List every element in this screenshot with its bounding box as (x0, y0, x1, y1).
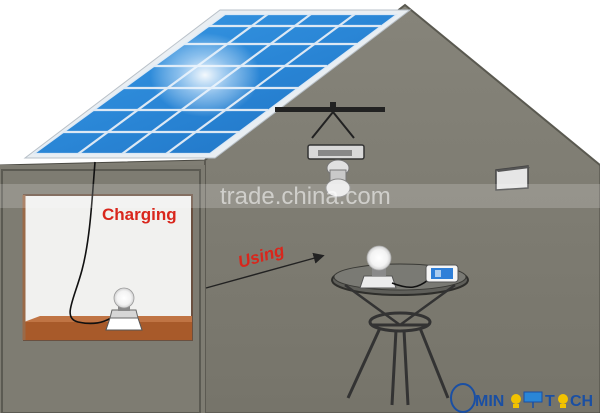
hanging-lamp (275, 102, 385, 198)
brand-logo: MIN T CH (450, 383, 593, 413)
mobile-phone (425, 264, 459, 283)
watermark: trade.china.com (0, 183, 600, 210)
logo-text-1: MIN (475, 393, 504, 410)
charging-bulb (105, 287, 143, 331)
table-bulb (359, 245, 397, 289)
phone-cable (391, 279, 429, 288)
watermark-text: trade.china.com (220, 183, 391, 210)
charging-cable (69, 161, 119, 325)
wall-light (495, 165, 530, 191)
charging-label: Charging (102, 205, 177, 224)
solar-panel (23, 9, 412, 159)
charging-room (22, 194, 193, 341)
logo-text-3: CH (570, 393, 593, 410)
logo-text-2: T (545, 393, 555, 410)
using-arrow (205, 252, 325, 289)
